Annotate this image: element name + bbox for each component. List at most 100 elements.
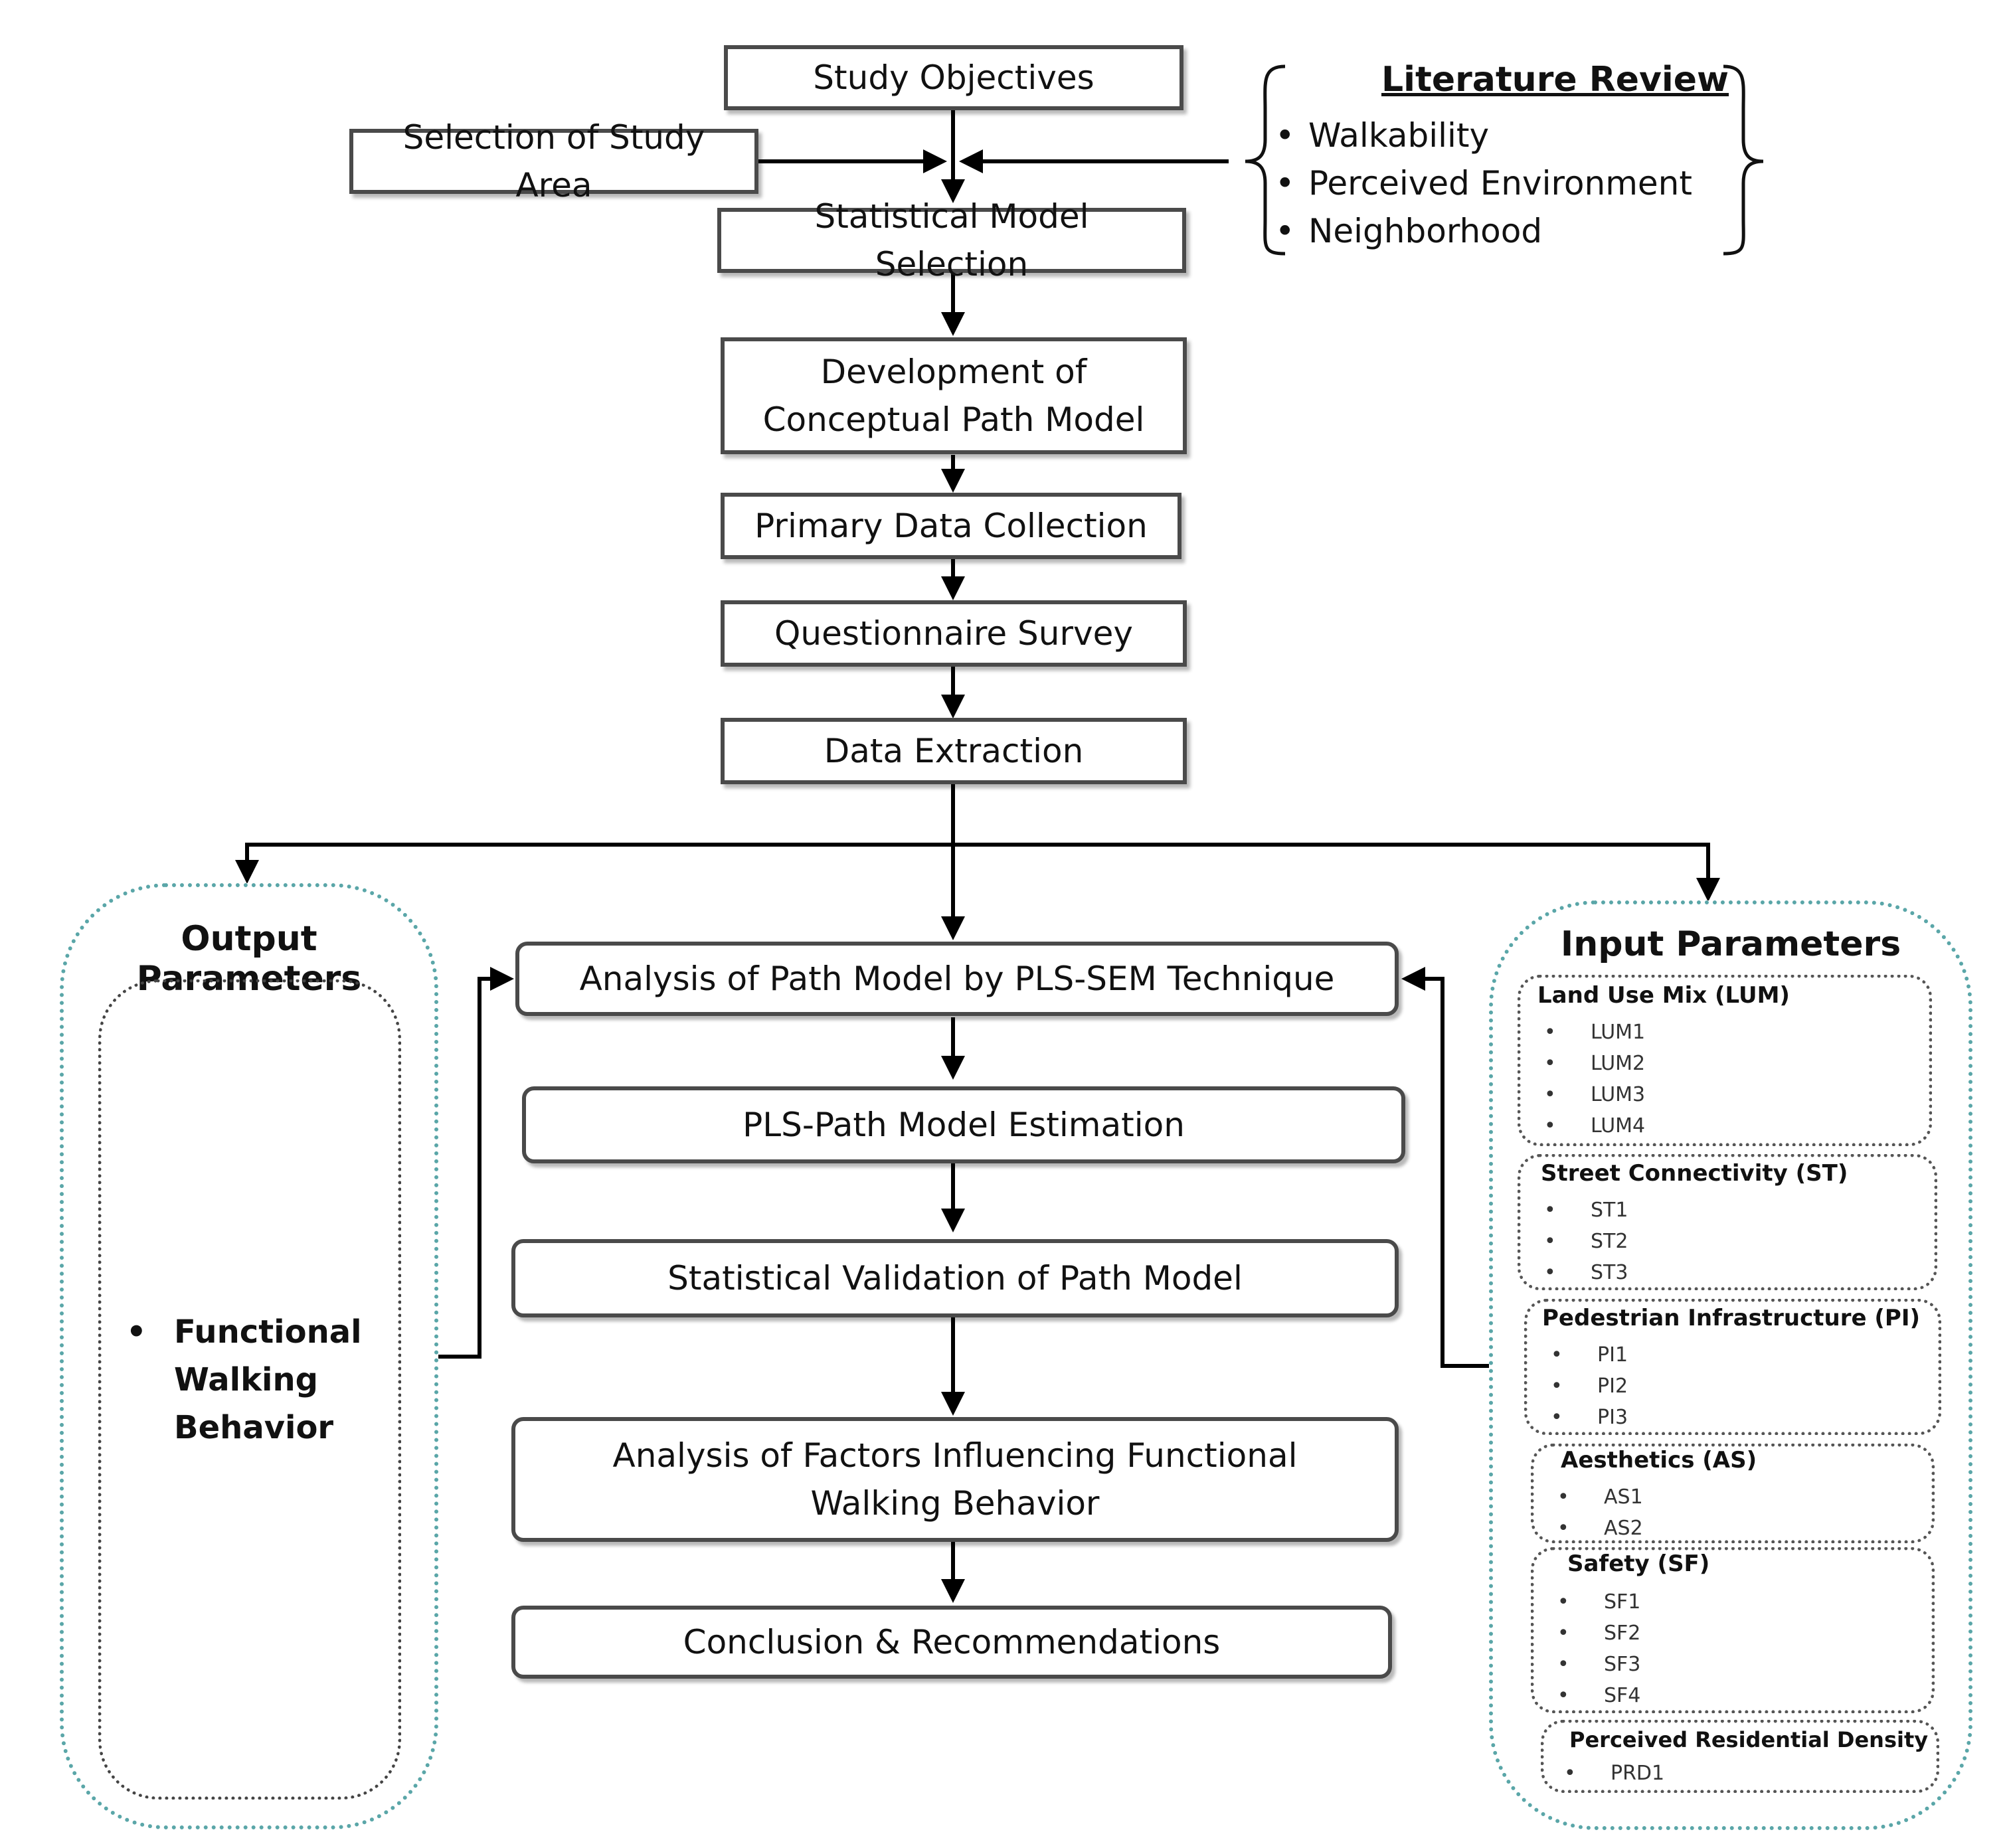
conclusion-label: Conclusion & Recommendations <box>683 1622 1221 1661</box>
input-item-label: LUM2 <box>1591 1052 1646 1075</box>
primary-data-collection-label: Primary Data Collection <box>754 506 1148 545</box>
input-group-items: •SF1 •SF2 •SF3 •SF4 <box>1557 1586 1640 1711</box>
arrow-branch-to-input <box>953 843 1720 902</box>
input-item: •SF3 <box>1557 1653 1641 1676</box>
input-item: •LUM4 <box>1544 1114 1646 1137</box>
selection-study-area-box: Selection of Study Area <box>349 118 758 205</box>
literature-review-item-label: Neighborhood <box>1308 212 1543 250</box>
study-objectives-box: Study Objectives <box>724 45 1183 110</box>
input-group-residential-density: Perceived Residential Density •PRD1 <box>1541 1720 1939 1793</box>
arrow-branch-to-output <box>235 843 953 884</box>
input-item-label: SF2 <box>1604 1622 1641 1645</box>
literature-review-item: •Neighborhood <box>1275 212 1543 250</box>
literature-review-item-label: Walkability <box>1308 116 1490 155</box>
input-item: •AS2 <box>1557 1517 1643 1540</box>
input-item: •SF1 <box>1557 1590 1641 1614</box>
input-item-label: ST1 <box>1591 1199 1628 1222</box>
input-item-label: LUM1 <box>1591 1021 1646 1044</box>
input-item: •LUM1 <box>1544 1021 1646 1044</box>
input-group-street-connectivity: Street Connectivity (ST) •ST1 •ST2 •ST3 <box>1518 1154 1937 1290</box>
input-group-items: •AS1 •AS2 <box>1557 1481 1643 1544</box>
data-extraction-box: Data Extraction <box>721 718 1187 784</box>
input-group-pedestrian-infrastructure: Pedestrian Infrastructure (PI) •PI1 •PI2… <box>1524 1299 1941 1435</box>
statistical-model-selection-label: Statistical Model Selection <box>814 197 1089 284</box>
statistical-validation-label: Statistical Validation of Path Model <box>667 1258 1243 1298</box>
statistical-validation-box: Statistical Validation of Path Model <box>511 1239 1399 1317</box>
arrow-input-to-analysis <box>1401 967 1489 1368</box>
input-item-label: ST3 <box>1591 1261 1628 1284</box>
input-item-label: LUM3 <box>1591 1083 1646 1106</box>
output-parameters-inner-box <box>98 979 401 1800</box>
input-item-label: SF1 <box>1604 1590 1641 1614</box>
analysis-path-model-label: Analysis of Path Model by PLS-SEM Techni… <box>579 959 1335 998</box>
input-item: •LUM2 <box>1544 1052 1646 1075</box>
input-group-safety: Safety (SF) •SF1 •SF2 •SF3 •SF4 <box>1531 1547 1935 1713</box>
output-parameters-panel: Output Parameters <box>60 883 438 1829</box>
input-item: •PI1 <box>1551 1343 1628 1367</box>
literature-review: Literature Review •Walkability •Perceive… <box>1262 53 1767 272</box>
bullet-icon: • <box>126 1313 147 1351</box>
literature-review-item: •Walkability <box>1275 116 1490 155</box>
input-item-label: AS1 <box>1604 1485 1643 1509</box>
development-conceptual-model-label: Development of Conceptual Path Model <box>762 352 1145 440</box>
input-item: •PI2 <box>1551 1375 1628 1398</box>
input-item: •AS1 <box>1557 1485 1643 1509</box>
input-item-label: PRD1 <box>1611 1762 1665 1785</box>
input-item: •PI3 <box>1551 1406 1628 1429</box>
input-item: •ST2 <box>1544 1230 1628 1253</box>
input-group-land-use-mix: Land Use Mix (LUM) •LUM1 •LUM2 •LUM3 •LU… <box>1518 975 1932 1146</box>
input-group-items: •PRD1 <box>1564 1758 1664 1789</box>
literature-review-list: •Walkability •Perceived Environment •Nei… <box>1262 112 1692 255</box>
input-item-label: LUM4 <box>1591 1114 1646 1137</box>
input-group-title: Land Use Mix (LUM) <box>1537 982 1790 1009</box>
input-item: •ST1 <box>1544 1199 1628 1222</box>
questionnaire-survey-label: Questionnaire Survey <box>774 614 1133 653</box>
input-item: •SF4 <box>1557 1684 1641 1707</box>
questionnaire-survey-box: Questionnaire Survey <box>721 600 1187 667</box>
input-item-label: ST2 <box>1591 1230 1628 1253</box>
output-parameters-title: Output Parameters <box>136 919 362 999</box>
input-item: •LUM3 <box>1544 1083 1646 1106</box>
input-parameters-panel: Input Parameters <box>1489 900 1972 1830</box>
input-group-aesthetics: Aesthetics (AS) •AS1 •AS2 <box>1531 1444 1935 1543</box>
data-extraction-label: Data Extraction <box>824 731 1084 770</box>
output-parameter-item-label: Functional Walking Behavior <box>174 1313 362 1446</box>
input-item: •ST3 <box>1544 1261 1628 1284</box>
input-item-label: SF3 <box>1604 1653 1641 1676</box>
statistical-model-selection-box: Statistical Model Selection <box>717 197 1186 284</box>
input-group-title: Pedestrian Infrastructure (PI) <box>1542 1305 1921 1331</box>
literature-review-item: •Perceived Environment <box>1275 164 1692 203</box>
input-group-title: Street Connectivity (ST) <box>1541 1160 1848 1187</box>
input-item: •SF2 <box>1557 1622 1641 1645</box>
arrow-output-to-analysis <box>438 967 514 1359</box>
primary-data-collection-box: Primary Data Collection <box>721 493 1181 559</box>
input-group-title: Perceived Residential Density <box>1569 1727 1929 1752</box>
selection-study-area-label: Selection of Study Area <box>402 118 705 205</box>
input-group-items: •LUM1 •LUM2 •LUM3 •LUM4 <box>1544 1017 1645 1141</box>
literature-review-item-label: Perceived Environment <box>1308 164 1692 203</box>
input-parameters-title: Input Parameters <box>1560 924 1901 964</box>
study-objectives-label: Study Objectives <box>813 58 1094 97</box>
analysis-factors-label: Analysis of Factors Influencing Function… <box>612 1436 1298 1523</box>
input-item-label: PI1 <box>1597 1343 1628 1367</box>
conclusion-box: Conclusion & Recommendations <box>511 1606 1392 1679</box>
input-group-items: •PI1 •PI2 •PI3 <box>1551 1339 1628 1433</box>
development-conceptual-model-box: Development of Conceptual Path Model <box>721 337 1187 454</box>
input-item: •PRD1 <box>1564 1762 1665 1785</box>
pls-path-estimation-box: PLS-Path Model Estimation <box>522 1086 1405 1163</box>
pls-path-estimation-label: PLS-Path Model Estimation <box>742 1105 1185 1144</box>
input-group-items: •ST1 •ST2 •ST3 <box>1544 1195 1628 1288</box>
input-item-label: PI3 <box>1597 1406 1628 1429</box>
analysis-path-model-box: Analysis of Path Model by PLS-SEM Techni… <box>515 942 1399 1016</box>
input-item-label: PI2 <box>1597 1375 1628 1398</box>
input-group-title: Aesthetics (AS) <box>1561 1447 1757 1473</box>
analysis-factors-box: Analysis of Factors Influencing Function… <box>511 1417 1399 1542</box>
right-brace-icon <box>1723 64 1764 256</box>
input-item-label: SF4 <box>1604 1684 1641 1707</box>
literature-review-title: Literature Review <box>1381 60 1729 100</box>
input-item-label: AS2 <box>1604 1517 1643 1540</box>
left-brace-icon <box>1245 64 1286 256</box>
input-group-title: Safety (SF) <box>1567 1551 1710 1577</box>
